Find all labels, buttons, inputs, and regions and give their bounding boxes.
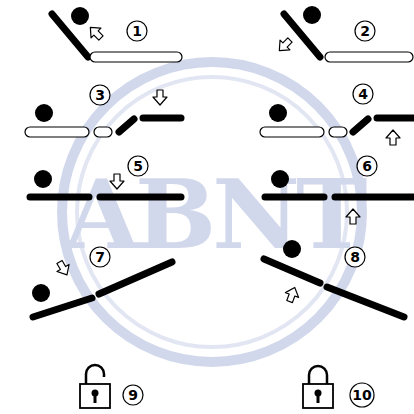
callout-number: 9 xyxy=(128,387,138,403)
callout-number: 2 xyxy=(360,23,370,39)
callout-number: 1 xyxy=(132,23,142,39)
callout-number: 6 xyxy=(362,158,372,174)
callout-number: 8 xyxy=(350,249,360,265)
callout-number: 10 xyxy=(352,387,371,403)
callout-number: 3 xyxy=(95,87,105,103)
callout-number: 7 xyxy=(95,249,105,265)
callout-number: 5 xyxy=(133,158,143,174)
callout-number: 4 xyxy=(358,86,368,102)
